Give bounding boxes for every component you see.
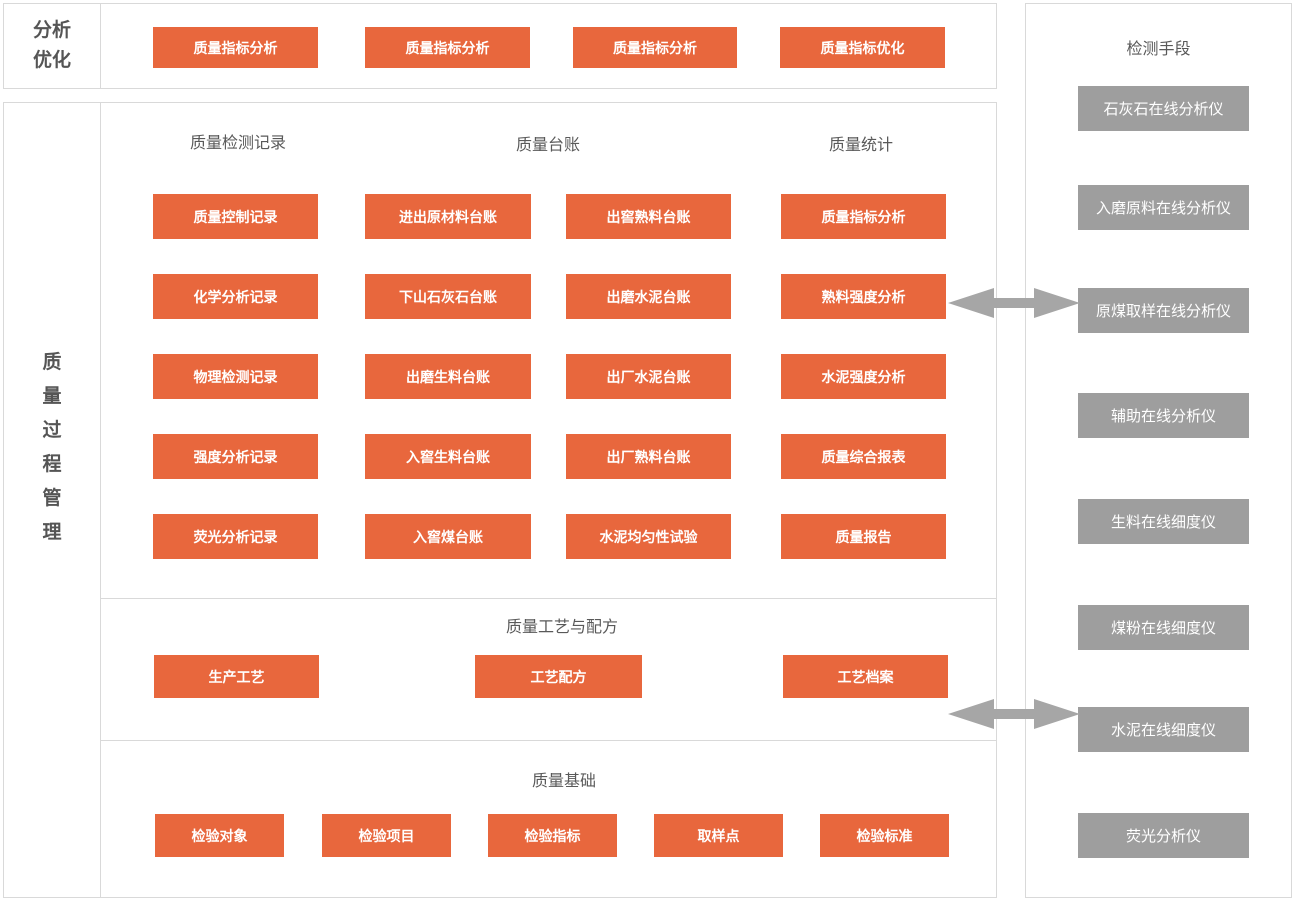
module-block-quality-comprehensive-report: 质量综合报表 <box>781 434 946 479</box>
module-block-inspection-item: 检验项目 <box>322 814 451 857</box>
module-block-quality-index-analysis-2: 质量指标分析 <box>365 27 530 68</box>
module-block-inspection-standard: 检验标准 <box>820 814 949 857</box>
band-title-line: 分析 <box>32 20 71 41</box>
analysis-optimization-band: 分析 优化 质量指标分析 质量指标分析 质量指标分析 质量指标优化 <box>3 3 997 89</box>
main-label-strip: 质量过程管理 <box>4 103 101 897</box>
module-block-quality-index-optimization: 质量指标优化 <box>780 27 945 68</box>
module-block-quality-index-analysis-1: 质量指标分析 <box>153 27 318 68</box>
module-block-kiln-coal-ledger: 入窖煤台账 <box>365 514 531 559</box>
module-block-fluorescence-analysis-record: 荧光分析记录 <box>153 514 318 559</box>
instrument-block-auxiliary-online-analyzer: 辅助在线分析仪 <box>1078 393 1249 438</box>
section-header-quality-statistics: 质量统计 <box>828 137 893 154</box>
module-block-clinker-strength-analysis: 熟料强度分析 <box>781 274 946 319</box>
module-block-sampling-point: 取样点 <box>654 814 783 857</box>
module-block-quality-index-analysis-3: 质量指标分析 <box>573 27 737 68</box>
section-header-quality-ledger: 质量台账 <box>515 137 580 154</box>
module-block-limestone-ledger: 下山石灰石台账 <box>365 274 531 319</box>
module-block-inspection-index: 检验指标 <box>488 814 617 857</box>
instrument-block-mill-feed-raw-material-online-analyzer: 入磨原料在线分析仪 <box>1078 185 1249 230</box>
module-block-strength-analysis-record: 强度分析记录 <box>153 434 318 479</box>
instrument-block-raw-meal-online-fineness-meter: 生料在线细度仪 <box>1078 499 1249 544</box>
double-arrow-icon <box>948 699 1080 729</box>
module-block-clinker-shipment-ledger: 出厂熟料台账 <box>566 434 731 479</box>
module-block-physical-test-record: 物理检测记录 <box>153 354 318 399</box>
instrument-block-coal-powder-online-fineness-meter: 煤粉在线细度仪 <box>1078 605 1249 650</box>
section-divider <box>100 740 996 741</box>
section-divider <box>100 598 996 599</box>
module-block-cement-shipment-ledger: 出厂水泥台账 <box>566 354 731 399</box>
instrument-block-cement-online-fineness-meter: 水泥在线细度仪 <box>1078 707 1249 752</box>
instrument-block-limestone-online-analyzer: 石灰石在线分析仪 <box>1078 86 1249 131</box>
instrument-block-raw-coal-sampling-online-analyzer: 原煤取样在线分析仪 <box>1078 288 1249 333</box>
module-block-raw-meal-out-mill-ledger: 出磨生料台账 <box>365 354 531 399</box>
section-header-process-and-recipe: 质量工艺与配方 <box>505 619 618 636</box>
module-block-cement-out-mill-ledger: 出磨水泥台账 <box>566 274 731 319</box>
module-block-quality-report: 质量报告 <box>781 514 946 559</box>
quality-process-management-box: 质量过程管理 质量检测记录 质量台账 质量统计 质量控制记录 化学分析记录 物理… <box>3 102 997 898</box>
module-block-production-process: 生产工艺 <box>154 655 319 698</box>
module-block-quality-index-analysis: 质量指标分析 <box>781 194 946 239</box>
module-block-cement-strength-analysis: 水泥强度分析 <box>781 354 946 399</box>
module-block-raw-material-inout-ledger: 进出原材料台账 <box>365 194 531 239</box>
section-header-detection-means: 检测手段 <box>1126 41 1191 58</box>
band-title: 分析 优化 <box>4 16 100 76</box>
module-block-quality-control-record: 质量控制记录 <box>153 194 318 239</box>
section-header-inspection-records: 质量检测记录 <box>189 135 286 152</box>
module-block-kiln-feed-raw-meal-ledger: 入窖生料台账 <box>365 434 531 479</box>
module-block-inspection-object: 检验对象 <box>155 814 284 857</box>
detection-means-panel: 检测手段 石灰石在线分析仪 入磨原料在线分析仪 原煤取样在线分析仪 辅助在线分析… <box>1025 3 1292 898</box>
module-block-cement-uniformity-test: 水泥均匀性试验 <box>566 514 731 559</box>
band-label-strip: 分析 优化 <box>4 4 101 88</box>
module-block-chemical-analysis-record: 化学分析记录 <box>153 274 318 319</box>
section-header-quality-basis: 质量基础 <box>531 773 596 790</box>
module-block-process-archive: 工艺档案 <box>783 655 948 698</box>
module-block-clinker-out-kiln-ledger: 出窖熟料台账 <box>566 194 731 239</box>
double-arrow-icon <box>948 288 1080 318</box>
main-side-label: 质量过程管理 <box>42 352 62 543</box>
module-block-process-recipe: 工艺配方 <box>475 655 642 698</box>
band-title-line: 优化 <box>32 50 71 71</box>
instrument-block-fluorescence-analyzer: 荧光分析仪 <box>1078 813 1249 858</box>
